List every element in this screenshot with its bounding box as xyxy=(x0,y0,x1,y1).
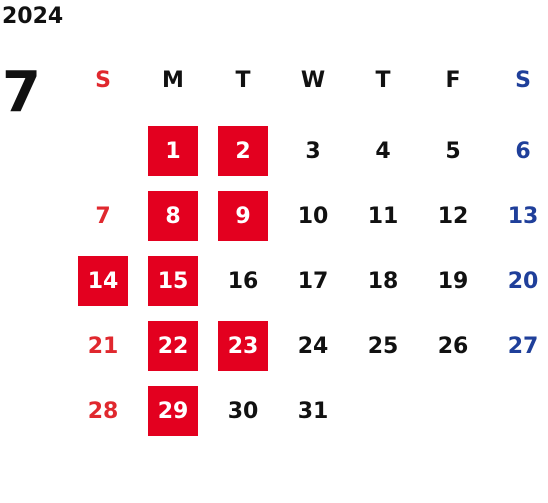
day-cell: 13 xyxy=(507,203,539,229)
day-cell: 24 xyxy=(297,333,329,359)
day-cell: 4 xyxy=(375,138,391,164)
year-label: 2024 xyxy=(2,4,64,29)
day-cell: 10 xyxy=(297,203,329,229)
day-cell-highlighted: 1 xyxy=(148,126,198,176)
day-cell-highlighted: 9 xyxy=(218,191,268,241)
day-cell: 25 xyxy=(367,333,399,359)
day-cell: 17 xyxy=(297,268,329,294)
day-cell-highlighted: 8 xyxy=(148,191,198,241)
day-cell: 3 xyxy=(305,138,321,164)
day-cell-highlighted: 2 xyxy=(218,126,268,176)
day-cell: 19 xyxy=(437,268,469,294)
day-cell: 16 xyxy=(227,268,259,294)
weekday-sunday: S xyxy=(95,68,111,93)
day-cell-highlighted: 23 xyxy=(218,321,268,371)
weekday-monday: M xyxy=(162,68,184,93)
day-cell: 6 xyxy=(515,138,531,164)
day-cell: 18 xyxy=(367,268,399,294)
day-cell: 20 xyxy=(507,268,539,294)
day-cell: 28 xyxy=(87,398,119,424)
day-cell: 26 xyxy=(437,333,469,359)
month-number: 7 xyxy=(2,60,41,125)
day-cell: 11 xyxy=(367,203,399,229)
day-cell: 7 xyxy=(95,203,111,229)
day-cell-highlighted: 29 xyxy=(148,386,198,436)
day-cell-highlighted: 15 xyxy=(148,256,198,306)
weekday-friday: F xyxy=(445,68,461,93)
day-cell: 12 xyxy=(437,203,469,229)
weekday-thursday: T xyxy=(375,68,391,93)
weekday-tuesday: T xyxy=(235,68,251,93)
day-cell: 27 xyxy=(507,333,539,359)
day-cell-highlighted: 14 xyxy=(78,256,128,306)
day-cell: 5 xyxy=(445,138,461,164)
day-cell: 30 xyxy=(227,398,259,424)
weekday-wednesday: W xyxy=(300,68,326,93)
day-cell: 31 xyxy=(297,398,329,424)
day-cell-highlighted: 22 xyxy=(148,321,198,371)
day-cell: 21 xyxy=(87,333,119,359)
weekday-saturday: S xyxy=(515,68,531,93)
